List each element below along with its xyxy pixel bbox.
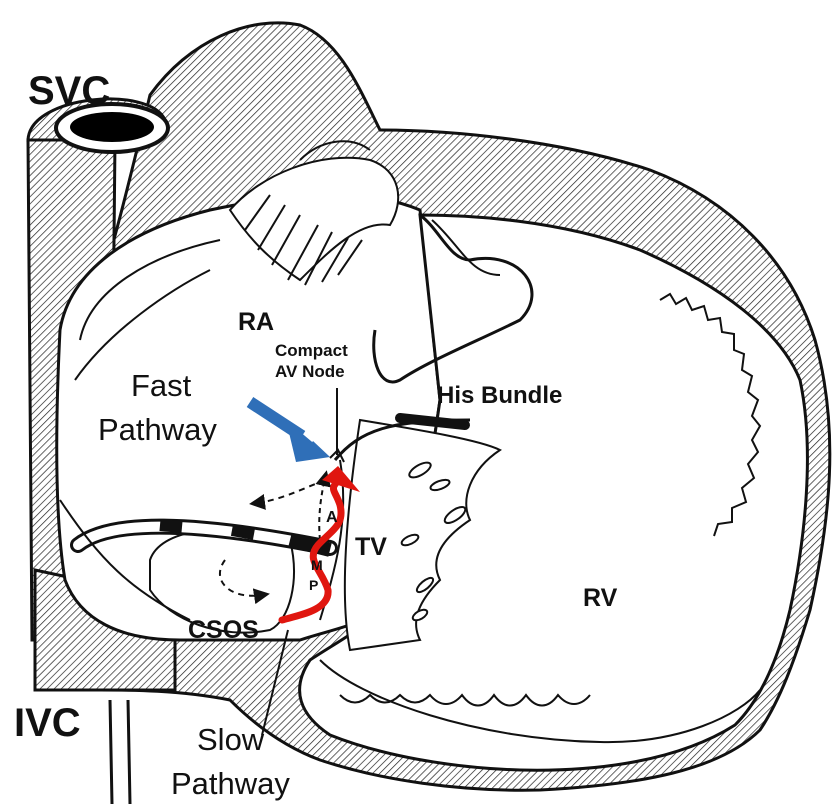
koch-label-a: A <box>326 509 338 526</box>
csos-label: CSOS <box>188 616 259 644</box>
slow-pathway-label-line1: Slow <box>197 722 265 757</box>
ivc-label: IVC <box>14 701 81 745</box>
tv-label: TV <box>355 533 387 561</box>
compact-av-node-label-line2: AV Node <box>275 362 345 381</box>
compact-av-node-label-line1: Compact <box>275 341 348 360</box>
fast-pathway-label-line1: Fast <box>131 368 192 403</box>
koch-label-p: P <box>309 577 318 593</box>
svc-label: SVC <box>28 69 110 113</box>
fast-pathway-label-line2: Pathway <box>98 412 217 447</box>
slow-pathway-label-line2: Pathway <box>171 766 290 801</box>
ra-label: RA <box>238 308 274 336</box>
his-bundle-label: His Bundle <box>437 382 562 409</box>
koch-label-m: M <box>311 557 323 573</box>
rv-label: RV <box>583 584 618 612</box>
